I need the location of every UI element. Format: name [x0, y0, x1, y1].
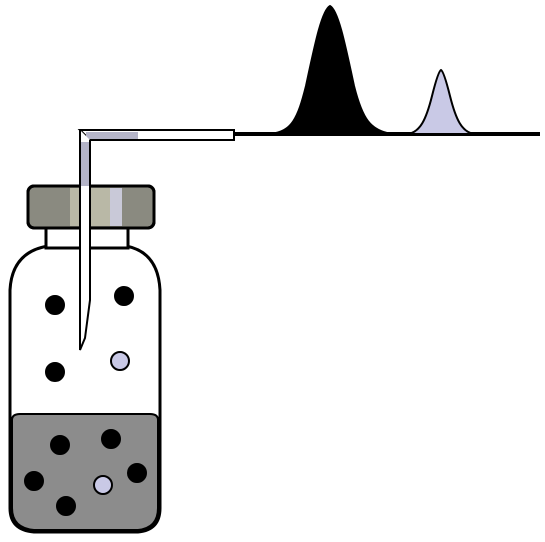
chromatogram-peak-a: [269, 4, 395, 135]
liquid-molecule-analyte-b: [93, 475, 113, 495]
headspace-molecule-analyte-a: [45, 295, 65, 315]
liquid-molecule-analyte-a: [50, 435, 70, 455]
liquid-phase: [11, 413, 159, 531]
transfer-line-tint: [86, 132, 138, 139]
chromatogram-peak-b: [407, 68, 475, 135]
liquid-molecule-analyte-a: [127, 463, 147, 483]
headspace-molecule-analyte-a: [45, 362, 65, 382]
headspace-molecule-analyte-b: [110, 351, 130, 371]
liquid-molecule-analyte-a: [24, 471, 44, 491]
headspace-molecule-analyte-a: [114, 286, 134, 306]
molecule-group: [24, 286, 147, 516]
liquid-molecule-analyte-a: [101, 429, 121, 449]
liquid-molecule-analyte-a: [56, 496, 76, 516]
needle-tint: [81, 142, 89, 186]
